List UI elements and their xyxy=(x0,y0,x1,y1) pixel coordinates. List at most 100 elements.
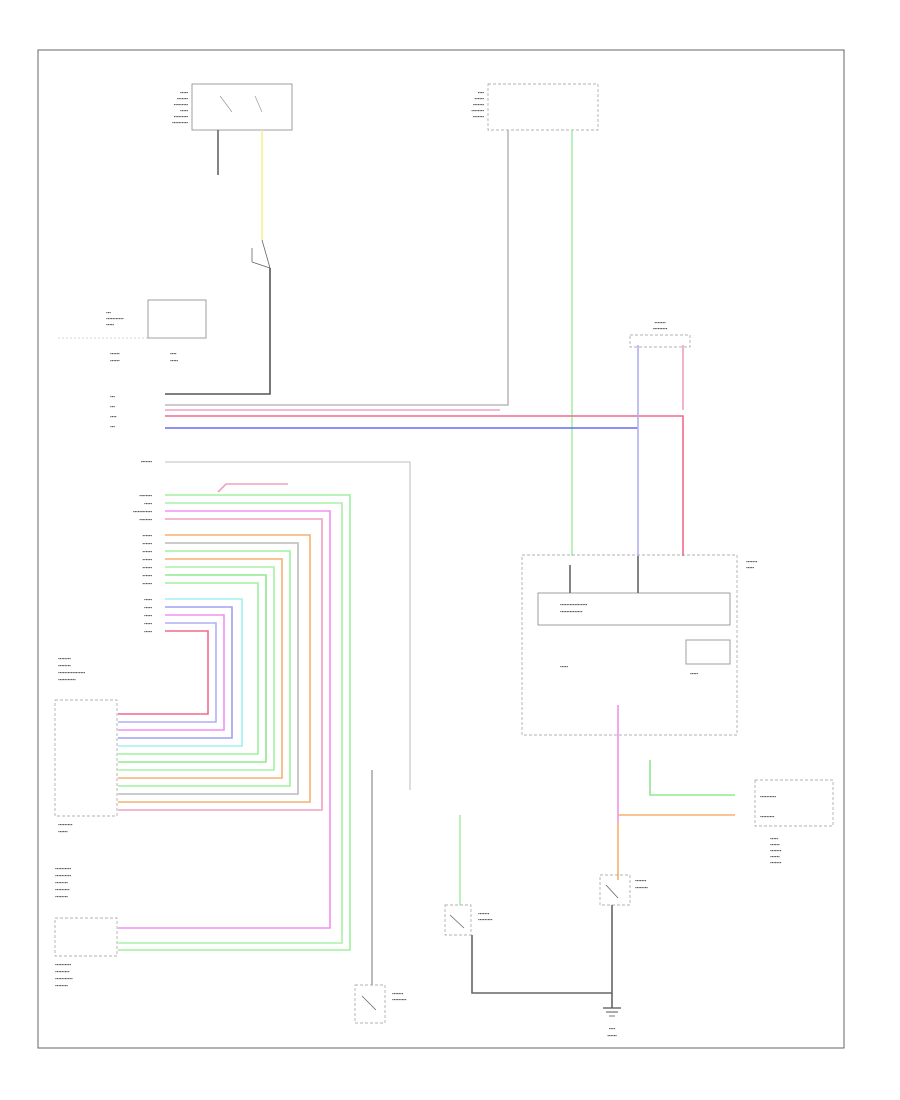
svg-text:▪▪▪▪▪: ▪▪▪▪▪ xyxy=(144,605,152,610)
bcm-upper-labels: ▪▪▪ ▪▪▪▪▪▪▪▪▪▪▪ ▪▪▪▪▪ ▪▪▪▪▪▪ ▪▪▪▪▪▪ ▪▪▪▪… xyxy=(58,299,207,429)
svg-text:▪▪▪▪▪▪▪▪▪: ▪▪▪▪▪▪▪▪▪ xyxy=(174,102,189,107)
svg-text:▪▪▪▪▪▪▪: ▪▪▪▪▪▪▪ xyxy=(770,860,782,865)
svg-text:▪▪▪▪▪▪▪▪: ▪▪▪▪▪▪▪▪ xyxy=(55,983,68,988)
svg-text:▪▪▪▪▪▪▪▪▪▪▪▪▪▪▪▪▪: ▪▪▪▪▪▪▪▪▪▪▪▪▪▪▪▪▪ xyxy=(560,602,588,607)
svg-text:▪▪▪▪▪▪: ▪▪▪▪▪▪ xyxy=(142,565,152,570)
svg-text:▪▪▪▪▪▪▪▪▪: ▪▪▪▪▪▪▪▪▪ xyxy=(58,822,73,827)
svg-text:▪▪▪: ▪▪▪ xyxy=(106,310,111,315)
svg-text:▪▪▪▪▪▪▪: ▪▪▪▪▪▪▪ xyxy=(635,878,647,883)
svg-text:▪▪▪▪▪▪▪▪▪▪▪▪▪▪▪▪▪: ▪▪▪▪▪▪▪▪▪▪▪▪▪▪▪▪▪ xyxy=(58,670,86,675)
seat-switch-lower: ▪▪▪▪▪▪▪ ▪▪▪▪▪▪▪▪▪ xyxy=(354,984,407,1024)
occupant-detection-box: ▪▪▪▪▪▪▪▪▪▪ ▪▪▪▪▪▪▪▪▪▪ ▪▪▪▪▪▪▪▪ ▪▪▪▪▪▪▪▪▪… xyxy=(54,866,118,988)
svg-text:▪▪▪▪▪▪▪: ▪▪▪▪▪▪▪ xyxy=(770,848,782,853)
svg-text:▪▪▪▪▪▪▪▪▪▪▪: ▪▪▪▪▪▪▪▪▪▪▪ xyxy=(58,677,76,682)
svg-text:▪▪▪▪▪: ▪▪▪▪▪ xyxy=(144,501,152,506)
svg-text:▪▪▪▪▪: ▪▪▪▪▪ xyxy=(560,664,568,669)
svg-text:▪▪▪▪▪▪: ▪▪▪▪▪▪ xyxy=(607,1033,617,1038)
fuse-box-left: ▪▪▪▪▪ ▪▪▪▪▪▪▪ ▪▪▪▪▪▪▪▪▪ ▪▪▪▪▪ ▪▪▪▪▪▪▪▪▪ … xyxy=(172,83,293,131)
seat-switch-center: ▪▪▪▪▪▪▪ ▪▪▪▪▪▪▪▪▪ xyxy=(444,904,493,936)
svg-text:▪▪▪▪▪: ▪▪▪▪▪ xyxy=(170,358,178,363)
svg-text:▪▪▪▪▪▪▪▪▪: ▪▪▪▪▪▪▪▪▪ xyxy=(174,114,189,119)
wire-pink-connector xyxy=(217,483,288,493)
svg-text:▪▪▪▪▪: ▪▪▪▪▪ xyxy=(180,90,188,95)
svg-text:▪▪▪▪▪▪: ▪▪▪▪▪▪ xyxy=(142,581,152,586)
svg-text:▪▪▪▪▪▪▪▪▪: ▪▪▪▪▪▪▪▪▪ xyxy=(55,887,70,892)
occupant-classification-box: ▪▪▪▪▪▪▪▪▪▪ ▪▪▪▪▪▪▪▪▪ ▪▪▪▪▪ ▪▪▪▪▪▪ ▪▪▪▪▪▪… xyxy=(754,779,834,865)
svg-text:▪▪▪▪▪▪: ▪▪▪▪▪▪ xyxy=(142,533,152,538)
svg-text:▪▪▪▪▪▪: ▪▪▪▪▪▪ xyxy=(58,829,68,834)
svg-text:▪▪▪▪: ▪▪▪▪ xyxy=(170,351,177,356)
svg-text:▪▪▪: ▪▪▪ xyxy=(110,394,115,399)
svg-text:▪▪▪▪▪▪: ▪▪▪▪▪▪ xyxy=(142,549,152,554)
wire-red-bus xyxy=(165,415,684,556)
svg-text:▪▪▪▪▪▪▪▪: ▪▪▪▪▪▪▪▪ xyxy=(58,663,71,668)
svg-text:▪▪▪▪▪▪▪▪▪: ▪▪▪▪▪▪▪▪▪ xyxy=(55,969,70,974)
svg-text:▪▪▪▪▪▪▪▪: ▪▪▪▪▪▪▪▪ xyxy=(471,108,484,113)
svg-text:▪▪▪▪▪▪▪▪▪▪▪▪: ▪▪▪▪▪▪▪▪▪▪▪▪ xyxy=(133,509,153,514)
diagram-frame xyxy=(37,49,845,1049)
svg-text:▪▪▪▪▪▪: ▪▪▪▪▪▪ xyxy=(110,358,120,363)
svg-text:▪▪▪▪▪▪▪▪▪: ▪▪▪▪▪▪▪▪▪ xyxy=(653,326,668,331)
svg-text:▪▪▪▪▪▪▪▪: ▪▪▪▪▪▪▪▪ xyxy=(55,894,68,899)
svg-text:▪▪▪▪▪▪▪▪: ▪▪▪▪▪▪▪▪ xyxy=(139,493,152,498)
svg-text:▪▪▪▪▪: ▪▪▪▪▪ xyxy=(144,613,152,618)
svg-text:▪▪▪▪▪▪▪▪▪▪▪▪▪▪: ▪▪▪▪▪▪▪▪▪▪▪▪▪▪ xyxy=(560,609,583,614)
svg-text:▪▪▪▪▪▪▪▪▪▪: ▪▪▪▪▪▪▪▪▪▪ xyxy=(760,794,776,799)
key-switch xyxy=(251,239,271,269)
ground-symbol: ▪▪▪▪ ▪▪▪▪▪▪ xyxy=(603,1007,621,1038)
svg-text:▪▪▪: ▪▪▪ xyxy=(110,424,115,429)
svg-text:▪▪▪▪▪▪▪▪▪: ▪▪▪▪▪▪▪▪▪ xyxy=(478,917,493,922)
wire-gray-right xyxy=(165,130,509,406)
svg-text:▪▪▪▪▪▪▪▪: ▪▪▪▪▪▪▪▪ xyxy=(55,880,68,885)
svg-text:▪▪▪: ▪▪▪ xyxy=(110,404,115,409)
svg-text:▪▪▪▪▪▪▪: ▪▪▪▪▪▪▪ xyxy=(392,991,404,996)
svg-text:▪▪▪▪▪▪▪: ▪▪▪▪▪▪▪ xyxy=(177,96,189,101)
svg-text:▪▪▪▪▪▪: ▪▪▪▪▪▪ xyxy=(770,854,780,859)
wire-ladder xyxy=(118,494,351,951)
svg-text:▪▪▪▪▪: ▪▪▪▪▪ xyxy=(144,621,152,626)
wire-black-center xyxy=(471,935,612,994)
svg-text:▪▪▪▪▪▪▪: ▪▪▪▪▪▪▪ xyxy=(746,559,758,564)
bcm-lower-labels: ▪▪▪▪▪▪▪ ▪▪▪▪▪▪▪▪ ▪▪▪▪▪ ▪▪▪▪▪▪▪▪▪▪▪▪ ▪▪▪▪… xyxy=(133,459,153,634)
svg-text:▪▪▪▪: ▪▪▪▪ xyxy=(609,1026,616,1031)
svg-text:▪▪▪▪▪▪▪▪: ▪▪▪▪▪▪▪▪ xyxy=(635,885,648,890)
svg-text:▪▪▪▪▪▪▪▪▪▪: ▪▪▪▪▪▪▪▪▪▪ xyxy=(172,120,188,125)
svg-text:▪▪▪▪▪: ▪▪▪▪▪ xyxy=(770,836,778,841)
svg-text:▪▪▪▪▪▪▪▪: ▪▪▪▪▪▪▪▪ xyxy=(139,517,152,522)
svg-text:▪▪▪▪▪▪▪: ▪▪▪▪▪▪▪ xyxy=(654,320,666,325)
svg-text:▪▪▪▪▪: ▪▪▪▪▪ xyxy=(144,629,152,634)
svg-text:▪▪▪▪▪▪: ▪▪▪▪▪▪ xyxy=(142,573,152,578)
svg-text:▪▪▪▪▪: ▪▪▪▪▪ xyxy=(144,597,152,602)
body-control-module-lower: ▪▪▪▪▪▪▪▪ ▪▪▪▪▪▪▪▪ ▪▪▪▪▪▪▪▪▪▪▪▪▪▪▪▪▪ ▪▪▪▪… xyxy=(54,656,118,834)
svg-text:▪▪▪▪▪▪: ▪▪▪▪▪▪ xyxy=(142,541,152,546)
svg-text:▪▪▪▪: ▪▪▪▪ xyxy=(478,90,485,95)
svg-text:▪▪▪▪▪▪▪▪▪▪▪: ▪▪▪▪▪▪▪▪▪▪▪ xyxy=(106,316,124,321)
svg-text:▪▪▪▪▪: ▪▪▪▪▪ xyxy=(106,322,114,327)
svg-text:▪▪▪▪▪▪: ▪▪▪▪▪▪ xyxy=(110,351,120,356)
fuse-box-right: ▪▪▪▪ ▪▪▪▪▪▪ ▪▪▪▪▪▪▪ ▪▪▪▪▪▪▪▪ ▪▪▪▪▪▪▪ xyxy=(471,83,599,131)
svg-text:▪▪▪▪▪: ▪▪▪▪▪ xyxy=(690,671,698,676)
wire-black-keyswitch xyxy=(165,268,271,395)
svg-text:▪▪▪▪▪▪▪: ▪▪▪▪▪▪▪ xyxy=(473,102,485,107)
connector-top-right: ▪▪▪▪▪▪▪ ▪▪▪▪▪▪▪▪▪ xyxy=(629,320,691,348)
svg-text:▪▪▪▪▪▪: ▪▪▪▪▪▪ xyxy=(142,557,152,562)
svg-text:▪▪▪▪▪▪▪▪▪▪: ▪▪▪▪▪▪▪▪▪▪ xyxy=(55,866,71,871)
combination-meter: ▪▪▪▪▪▪▪ ▪▪▪▪▪ ▪▪▪▪▪▪▪▪▪▪▪▪▪▪▪▪▪ ▪▪▪▪▪▪▪▪… xyxy=(521,554,758,736)
seat-belt-buckle-switch: ▪▪▪▪▪▪▪ ▪▪▪▪▪▪▪▪ xyxy=(599,874,648,906)
svg-text:▪▪▪▪▪▪▪: ▪▪▪▪▪▪▪ xyxy=(473,114,485,119)
svg-text:▪▪▪▪: ▪▪▪▪ xyxy=(110,414,117,419)
wire-green-seatbelt xyxy=(649,760,735,796)
svg-text:▪▪▪▪▪▪▪▪: ▪▪▪▪▪▪▪▪ xyxy=(58,656,71,661)
svg-text:▪▪▪▪▪▪▪▪▪▪▪: ▪▪▪▪▪▪▪▪▪▪▪ xyxy=(55,976,73,981)
svg-text:▪▪▪▪▪▪▪▪▪▪: ▪▪▪▪▪▪▪▪▪▪ xyxy=(55,962,71,967)
svg-text:▪▪▪▪▪: ▪▪▪▪▪ xyxy=(746,565,754,570)
wire-gray-dashed xyxy=(165,461,411,790)
svg-text:▪▪▪▪▪▪▪: ▪▪▪▪▪▪▪ xyxy=(141,459,153,464)
svg-text:▪▪▪▪▪▪▪▪▪▪: ▪▪▪▪▪▪▪▪▪▪ xyxy=(55,873,71,878)
svg-text:▪▪▪▪▪: ▪▪▪▪▪ xyxy=(180,108,188,113)
svg-text:▪▪▪▪▪▪▪: ▪▪▪▪▪▪▪ xyxy=(478,911,490,916)
svg-text:▪▪▪▪▪▪▪▪▪: ▪▪▪▪▪▪▪▪▪ xyxy=(760,814,775,819)
svg-text:▪▪▪▪▪▪: ▪▪▪▪▪▪ xyxy=(770,842,780,847)
svg-text:▪▪▪▪▪▪: ▪▪▪▪▪▪ xyxy=(474,96,484,101)
